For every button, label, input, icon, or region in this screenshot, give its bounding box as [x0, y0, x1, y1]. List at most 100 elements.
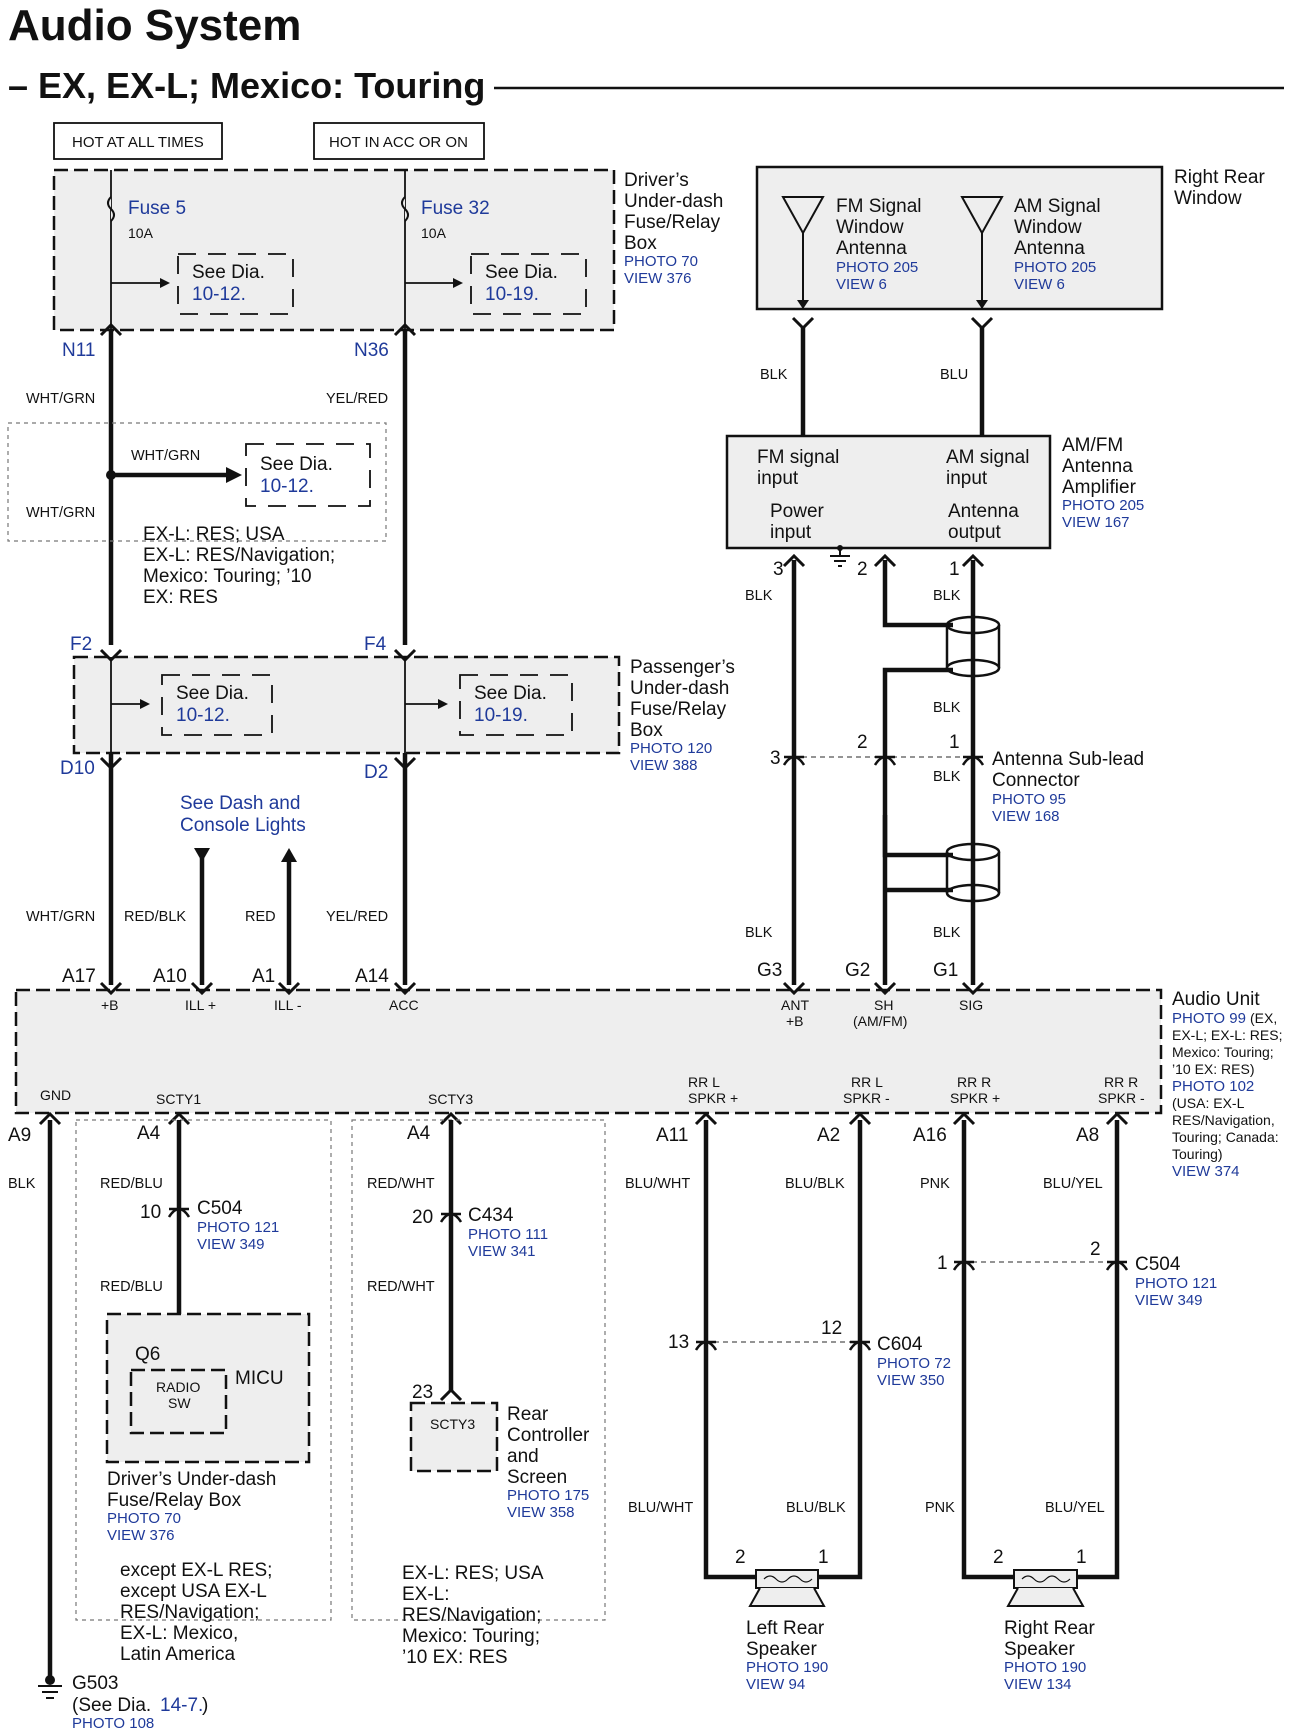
svg-text:EX-L: Mexico,: EX-L: Mexico,	[120, 1623, 238, 1644]
see-dia-box-5	[459, 674, 573, 736]
svg-text:except USA EX-L: except USA EX-L	[120, 1581, 267, 1602]
svg-text:AM Signal: AM Signal	[1014, 196, 1101, 217]
svg-text:Window: Window	[836, 217, 904, 238]
svg-text:VIEW 6: VIEW 6	[1014, 276, 1065, 293]
wire-label-blu-yel-2: BLU/YEL	[1045, 1500, 1105, 1516]
see-dia-5b: 10-19.	[474, 705, 528, 726]
antenna-amplifier-box	[725, 434, 1052, 550]
svg-text:VIEW 388: VIEW 388	[630, 757, 698, 774]
fuse32-label: Fuse 32	[421, 198, 490, 219]
rear-ctrl-option-box	[351, 1119, 606, 1621]
c504b-pin-1: 1	[937, 1253, 948, 1274]
pass-tap-1-arrow-icon	[140, 699, 150, 709]
ground-g503-icon	[38, 1685, 62, 1699]
see-dia-box-3	[245, 443, 371, 507]
svg-text:RES/Navigation;: RES/Navigation;	[402, 1605, 541, 1626]
svg-text:14-7.: 14-7.	[160, 1695, 203, 1716]
svg-text:Rear: Rear	[507, 1404, 549, 1425]
svg-text:Antenna: Antenna	[948, 501, 1019, 522]
amp-conn-2-icon	[873, 553, 897, 568]
svg-text:AM/FM: AM/FM	[1062, 435, 1123, 456]
svg-text:Touring; Canada:: Touring; Canada:	[1172, 1129, 1279, 1145]
svg-text:PHOTO 120: PHOTO 120	[630, 740, 712, 757]
svg-text:PHOTO 99: PHOTO 99	[1172, 1010, 1246, 1027]
svg-text:): )	[202, 1695, 208, 1716]
c504-label: C504 PHOTO 121 VIEW 349	[197, 1198, 279, 1253]
audio-unit-top-conns	[99, 981, 985, 996]
svg-text:Under-dash: Under-dash	[630, 678, 729, 699]
see-dia-5a: See Dia.	[474, 683, 547, 704]
svg-text:(See Dia.: (See Dia.	[72, 1695, 151, 1716]
rear-window-box	[755, 165, 1164, 311]
c604-label: C604 PHOTO 72 VIEW 350	[877, 1334, 951, 1389]
svg-text:SCTY1: SCTY1	[156, 1091, 201, 1107]
svg-text:RR L: RR L	[851, 1074, 883, 1090]
svg-text:’10 EX: RES): ’10 EX: RES)	[1172, 1061, 1254, 1077]
amp-conn-3-icon	[782, 553, 806, 568]
svg-text:PHOTO 95: PHOTO 95	[992, 791, 1066, 808]
svg-text:FM signal: FM signal	[757, 447, 839, 468]
svg-text:(EX,: (EX,	[1250, 1010, 1277, 1026]
am-antenna-label: AM Signal Window Antenna PHOTO 205 VIEW …	[1014, 196, 1101, 293]
svg-text:Passenger’s: Passenger’s	[630, 657, 735, 678]
svg-text:’10 EX: RES: ’10 EX: RES	[402, 1647, 508, 1668]
right-rear-speaker-icon	[1006, 1569, 1085, 1607]
amplifier-label: AM/FM Antenna Amplifier PHOTO 205 VIEW 1…	[1062, 435, 1144, 531]
rear-ctrl-label: Rear Controller and Screen PHOTO 175 VIE…	[507, 1404, 590, 1521]
rear-ctrl-scty3: SCTY3	[430, 1416, 475, 1432]
fuse5-icon	[107, 196, 115, 222]
conn-n11-icon	[99, 322, 123, 337]
right-rear-speaker-label: Right Rear Speaker PHOTO 190 VIEW 134	[1004, 1618, 1095, 1693]
svg-text:EX-L: RES; USA: EX-L: RES; USA	[402, 1563, 544, 1584]
svg-text:PHOTO 190: PHOTO 190	[1004, 1659, 1086, 1676]
sublead-pin-3: 3	[770, 748, 781, 769]
ill-plus-arrow-icon	[194, 848, 210, 862]
wire-label-red-wht-2: RED/WHT	[367, 1279, 435, 1295]
svg-text:PHOTO 70: PHOTO 70	[107, 1510, 181, 1527]
svg-text:+B: +B	[786, 1013, 804, 1029]
wire-label-wht-grn-2: WHT/GRN	[131, 448, 200, 464]
c504-pin-icon	[167, 1207, 191, 1218]
svg-text:PHOTO 121: PHOTO 121	[197, 1219, 279, 1236]
wire-label-red-wht-1: RED/WHT	[367, 1176, 435, 1192]
left-spk-pin-2: 2	[735, 1547, 746, 1568]
wire-label-blu-wht-1: BLU/WHT	[625, 1176, 690, 1192]
svg-text:VIEW 350: VIEW 350	[877, 1372, 945, 1389]
pass-tap-2-arrow-icon	[438, 699, 448, 709]
svg-text:GND: GND	[40, 1087, 71, 1103]
svg-text:RR R: RR R	[957, 1074, 991, 1090]
wire-pnk	[961, 1120, 1014, 1580]
svg-text:RES/Navigation;: RES/Navigation;	[120, 1602, 259, 1623]
svg-text:(USA: EX-L: (USA: EX-L	[1172, 1095, 1245, 1111]
rear-window-label: Right Rear Window	[1174, 167, 1265, 209]
see-dia-3a: See Dia.	[260, 454, 333, 475]
svg-text:A16: A16	[913, 1125, 947, 1146]
conn-n36-icon	[393, 322, 417, 337]
svg-text:SCTY3: SCTY3	[428, 1091, 473, 1107]
svg-text:Left Rear: Left Rear	[746, 1618, 825, 1639]
svg-text:VIEW 6: VIEW 6	[836, 276, 887, 293]
svg-text:Box: Box	[630, 720, 663, 741]
svg-text:Mexico: Touring; ’10: Mexico: Touring; ’10	[143, 566, 312, 587]
svg-text:RR L: RR L	[688, 1074, 720, 1090]
svg-text:Box: Box	[624, 233, 657, 254]
radio-sw-line2: SW	[168, 1395, 191, 1411]
svg-text:EX-L: RES; USA: EX-L: RES; USA	[143, 524, 285, 545]
am-antenna-icon	[960, 196, 1004, 309]
sublead-pin-1-icon	[961, 755, 985, 766]
driver-fuse-box	[52, 168, 616, 332]
svg-text:C604: C604	[877, 1334, 923, 1355]
see-dia-2a: See Dia.	[485, 262, 558, 283]
audio-unit-signal-labels: +B ILL + ILL - ACC ANT +B SH (AM/FM) SIG…	[40, 997, 1145, 1107]
wire-label-blu: BLU	[940, 367, 968, 383]
rear-ctrl-box	[409, 1401, 499, 1473]
svg-text:VIEW 168: VIEW 168	[992, 808, 1060, 825]
svg-text:Antenna: Antenna	[1062, 456, 1133, 477]
svg-text:A1: A1	[252, 966, 275, 987]
svg-text:Connector: Connector	[992, 770, 1080, 791]
svg-text:A11: A11	[656, 1125, 688, 1146]
sublead-connector-label: Antenna Sub-lead Connector PHOTO 95 VIEW…	[992, 749, 1144, 825]
wire-label-blk-1: BLK	[760, 367, 788, 383]
wire-label-blk-3: BLK	[933, 588, 961, 604]
sublead-pin-1: 1	[949, 732, 960, 753]
